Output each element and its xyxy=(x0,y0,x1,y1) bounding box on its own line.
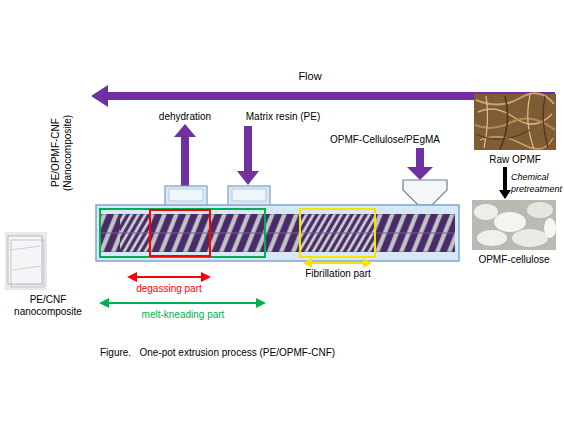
photo-frame xyxy=(4,232,92,290)
fibrillation-span xyxy=(303,258,372,268)
photo-frame xyxy=(474,94,556,150)
fibrillation-frame xyxy=(300,209,375,257)
degassing-span xyxy=(127,272,211,282)
product-label: PE/OPMF-CNF (Nanocomposite) xyxy=(50,104,78,202)
screw-axis xyxy=(101,233,455,234)
raw-opmf-photo xyxy=(474,93,556,150)
screw-flights xyxy=(101,214,455,252)
material-photo: Raw OPMF xyxy=(474,94,556,166)
product-photo: PE/CNF nanocomposite xyxy=(4,232,92,318)
zone-label: melt-kneading part xyxy=(113,309,253,321)
vent-box xyxy=(165,186,207,206)
barrel xyxy=(96,205,459,261)
dehydration-arrow xyxy=(174,124,196,186)
zone-label: Fibrillation part xyxy=(268,268,408,280)
figure-caption: Figure. One-pot extrusion process (PE/OP… xyxy=(100,347,335,359)
vent-label: dehydration xyxy=(115,111,255,123)
film-photo xyxy=(5,232,47,290)
melt-kneading-frame xyxy=(100,209,265,257)
node-text: OPMF-cellulose xyxy=(472,250,556,266)
flow-label: Flow xyxy=(240,70,380,82)
screw-shaft xyxy=(101,214,455,252)
feed-arrow xyxy=(407,148,433,180)
melt-kneading-span xyxy=(99,298,266,308)
edge-label: Chemical pretreatment xyxy=(511,171,564,195)
degassing-frame xyxy=(150,210,210,256)
feed-label: OPMF-Cellulose/PEgMA xyxy=(315,134,455,146)
process-arrow xyxy=(499,167,511,199)
hopper xyxy=(403,180,447,205)
side-feeder-box xyxy=(228,186,270,206)
cellulose-photo xyxy=(472,200,556,250)
feed-label: Matrix resin (PE) xyxy=(213,111,353,123)
zone-label: degassing part xyxy=(99,283,239,295)
resin-arrow xyxy=(237,126,259,185)
node-text: PE/CNF nanocomposite xyxy=(10,290,86,318)
node-text: Raw OPMF xyxy=(474,150,556,166)
photo-frame xyxy=(472,200,556,250)
material-photo: OPMF-cellulose xyxy=(472,200,556,266)
